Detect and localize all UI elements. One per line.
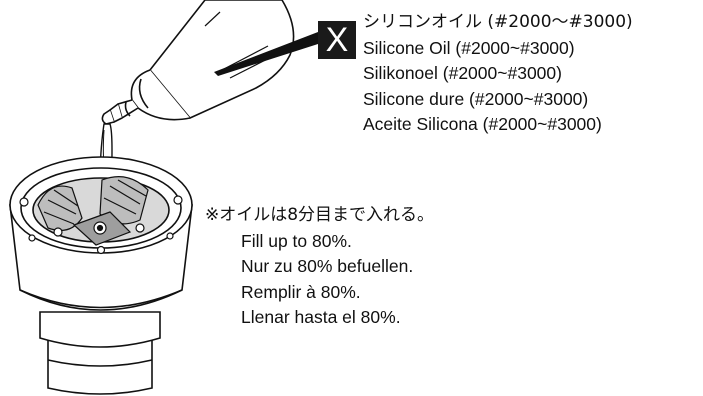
fill-instructions: ※オイルは8分目まで入れる。 Fill up to 80%. Nur zu 80… — [205, 203, 505, 331]
oil-label-french: Silicone dure (#2000~#3000) — [363, 88, 589, 109]
oil-label-german: Silikonoel (#2000~#3000) — [363, 63, 562, 83]
oil-label-list: シリコンオイル (#2000～#3000) Silicone Oil (#200… — [363, 10, 703, 138]
fill-note-english: Fill up to 80%. — [241, 230, 352, 251]
fill-note-spanish: Llenar hasta el 80%. — [241, 307, 401, 327]
oil-label-spanish: Aceite Silicona (#2000~#3000) — [363, 114, 602, 134]
fill-note-german: Nur zu 80% befuellen. — [241, 256, 414, 276]
fill-note-japanese: ※オイルは8分目まで入れる。 — [205, 205, 435, 225]
fill-note-french: Remplir à 80%. — [241, 281, 361, 302]
leader-line — [214, 32, 318, 76]
callout-badge-x: X — [318, 21, 356, 59]
oil-label-japanese: シリコンオイル (#2000～#3000) — [363, 12, 633, 32]
oil-bottle — [101, 0, 295, 125]
oil-label-english: Silicone Oil (#2000~#3000) — [363, 37, 575, 58]
housing-screws — [19, 195, 183, 255]
gears — [37, 176, 149, 246]
